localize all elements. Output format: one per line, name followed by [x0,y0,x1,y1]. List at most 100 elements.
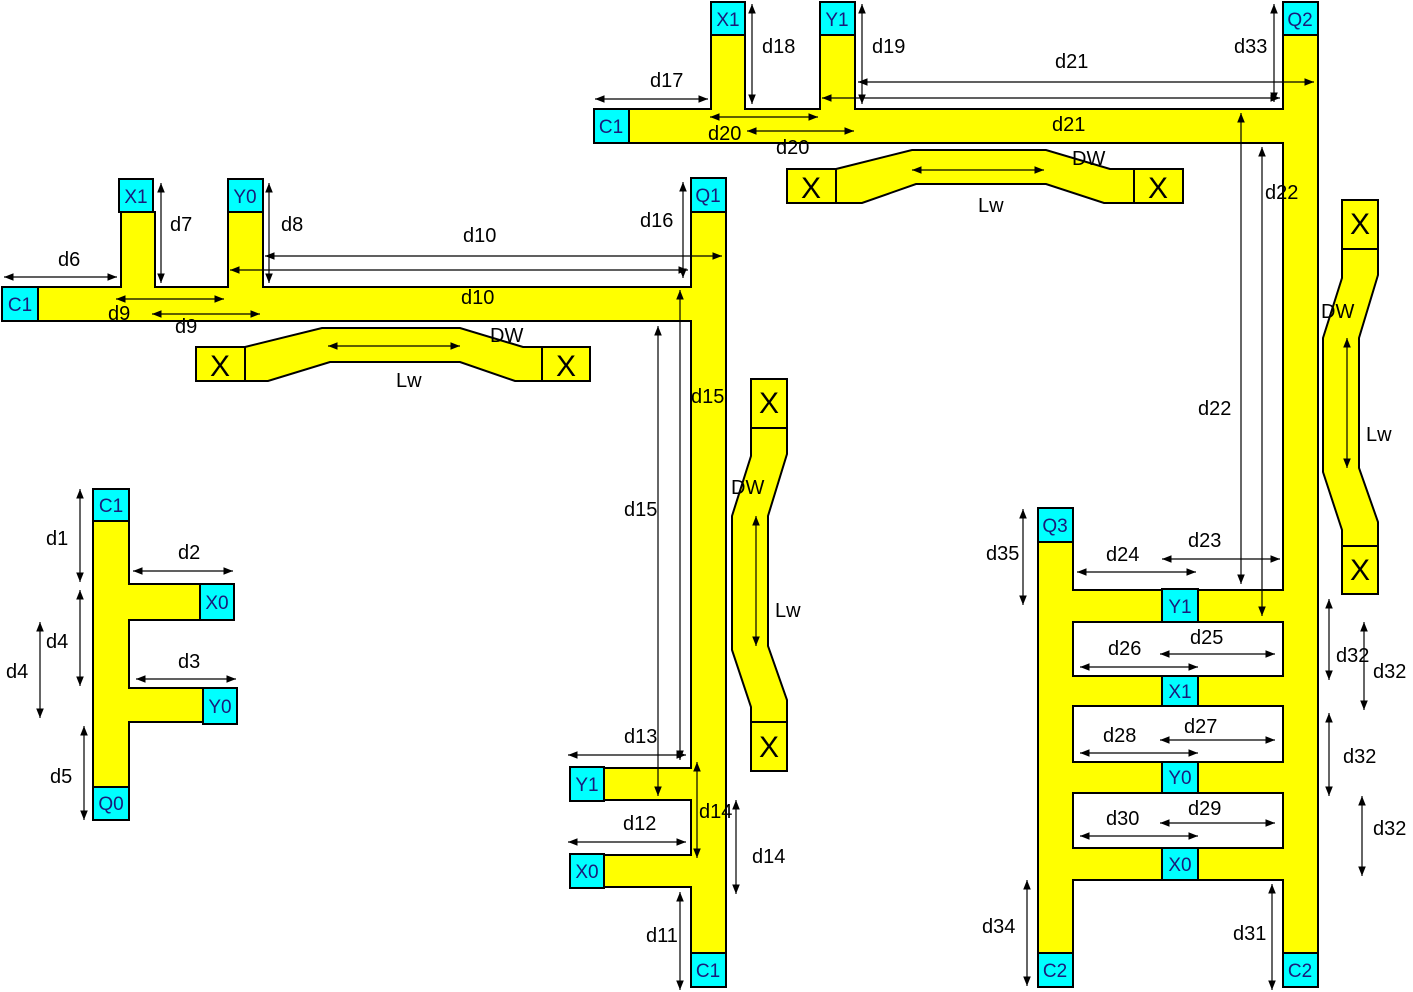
pad-x0-label: X0 [575,862,598,883]
cell-q1: C1 X1 Y0 Q1 Y1 X0 C1 X X X X [1,177,801,990]
dim-d17: d17 [650,70,683,92]
pad-x0 [569,853,605,889]
pad-x-label: X [759,731,779,764]
pad-c1 [690,952,727,988]
pad-q0 [92,786,130,821]
dim-d26: d26 [1108,638,1141,660]
dim-lw: Lw [396,370,422,392]
dim-dw: DW [1072,148,1105,170]
pad-x-label: X [1148,172,1168,205]
pad-x-label: X [759,387,779,420]
dim-d6: d6 [58,249,80,271]
pad-x [750,721,788,772]
dim-d22-alt: d22 [1198,398,1231,420]
pad-q0-label: Q0 [98,794,123,815]
pad-x1-label: X1 [1168,682,1191,703]
pad-c1-label: C1 [8,295,32,316]
pad-c1 [1,286,39,322]
dim-d12: d12 [623,813,656,835]
pad-x0-label: X0 [205,593,228,614]
dim-d35: d35 [986,543,1019,565]
pad-q1-label: Q1 [695,186,720,207]
pad-c1-label: C1 [599,117,623,138]
dim-d9-alt: d9 [175,316,197,338]
dim-d33: d33 [1234,36,1267,58]
dim-d14: d14 [699,801,732,823]
pad-y1-label: Y1 [825,10,848,31]
dim-lw: Lw [978,195,1004,217]
pad-q2 [1282,1,1319,36]
dim-d28: d28 [1103,725,1136,747]
dim-dw-vertical: DW [731,477,764,499]
pad-y0 [227,178,264,213]
dim-d25: d25 [1190,627,1223,649]
pad-x-label: X [210,350,230,383]
pad-c2 [1282,952,1319,988]
dim-d1: d1 [46,528,68,550]
pad-q2-label: Q2 [1287,10,1312,31]
wire-x-vertical [731,427,788,723]
pad-x-label: X [1350,208,1370,241]
pad-y0 [202,687,238,725]
cell-q3-trace [1037,541,1163,955]
dim-d10-inner: d10 [461,287,494,309]
pad-y0-label: Y0 [1168,768,1191,789]
dim-d9: d9 [108,303,130,325]
dim-d3: d3 [178,651,200,673]
wire-x-horizontal [244,327,543,382]
dim-d4-alt: d4 [6,661,28,683]
dim-d8: d8 [281,214,303,236]
pad-y1 [1161,588,1199,623]
pad-c1-label: C1 [696,961,720,982]
dim-d15: d15 [691,386,724,408]
pad-x [541,346,591,382]
pad-y1-label: Y1 [575,775,598,796]
dim-d32-mid: d32 [1343,746,1376,768]
pad-c2-label: C2 [1043,961,1067,982]
pad-y0-label: Y0 [208,697,231,718]
dim-d7: d7 [170,214,192,236]
pad-x [750,378,788,429]
dim-d16: d16 [640,210,673,232]
pad-c2 [1037,952,1074,988]
pad-c1 [92,488,130,522]
dim-d20: d20 [708,123,741,145]
dim-d21: d21 [1055,51,1088,73]
pad-x1 [1161,675,1199,707]
dim-d32: d32 [1336,645,1369,667]
wire-x-vertical [1322,248,1379,547]
dim-d22: d22 [1265,182,1298,204]
pad-x0 [199,583,235,621]
dim-d24: d24 [1106,544,1139,566]
pad-x [1341,545,1379,595]
pad-y1 [819,1,856,36]
pad-x-label: X [556,350,576,383]
dim-d30: d30 [1106,808,1139,830]
dim-d27: d27 [1184,716,1217,738]
cell-q0: C1 X0 Y0 Q0 d1 d2 d4 d4 d3 d5 [6,488,238,821]
pad-x [195,346,246,382]
dim-d23: d23 [1188,530,1221,552]
pad-y1 [569,766,605,802]
dim-d32-low: d32 [1373,818,1406,840]
pad-x-label: X [801,172,821,205]
dim-d14-alt: d14 [752,846,785,868]
dim-d31: d31 [1233,923,1266,945]
pad-y1-label: Y1 [1168,597,1191,618]
pad-y0-label: Y0 [233,187,256,208]
pad-x [1133,168,1184,204]
pad-x-label: X [1350,554,1370,587]
dim-d34: d34 [982,916,1015,938]
pad-x1-label: X1 [716,10,739,31]
dim-d32-alt: d32 [1373,661,1406,683]
pad-q3-label: Q3 [1042,516,1067,537]
pad-q1 [690,177,727,213]
pad-x0-label: X0 [1168,855,1191,876]
pad-x1 [710,1,746,36]
pad-y0 [1161,761,1199,794]
dim-d15-alt: d15 [624,499,657,521]
pad-q3 [1037,507,1074,543]
pad-c1 [593,108,630,144]
